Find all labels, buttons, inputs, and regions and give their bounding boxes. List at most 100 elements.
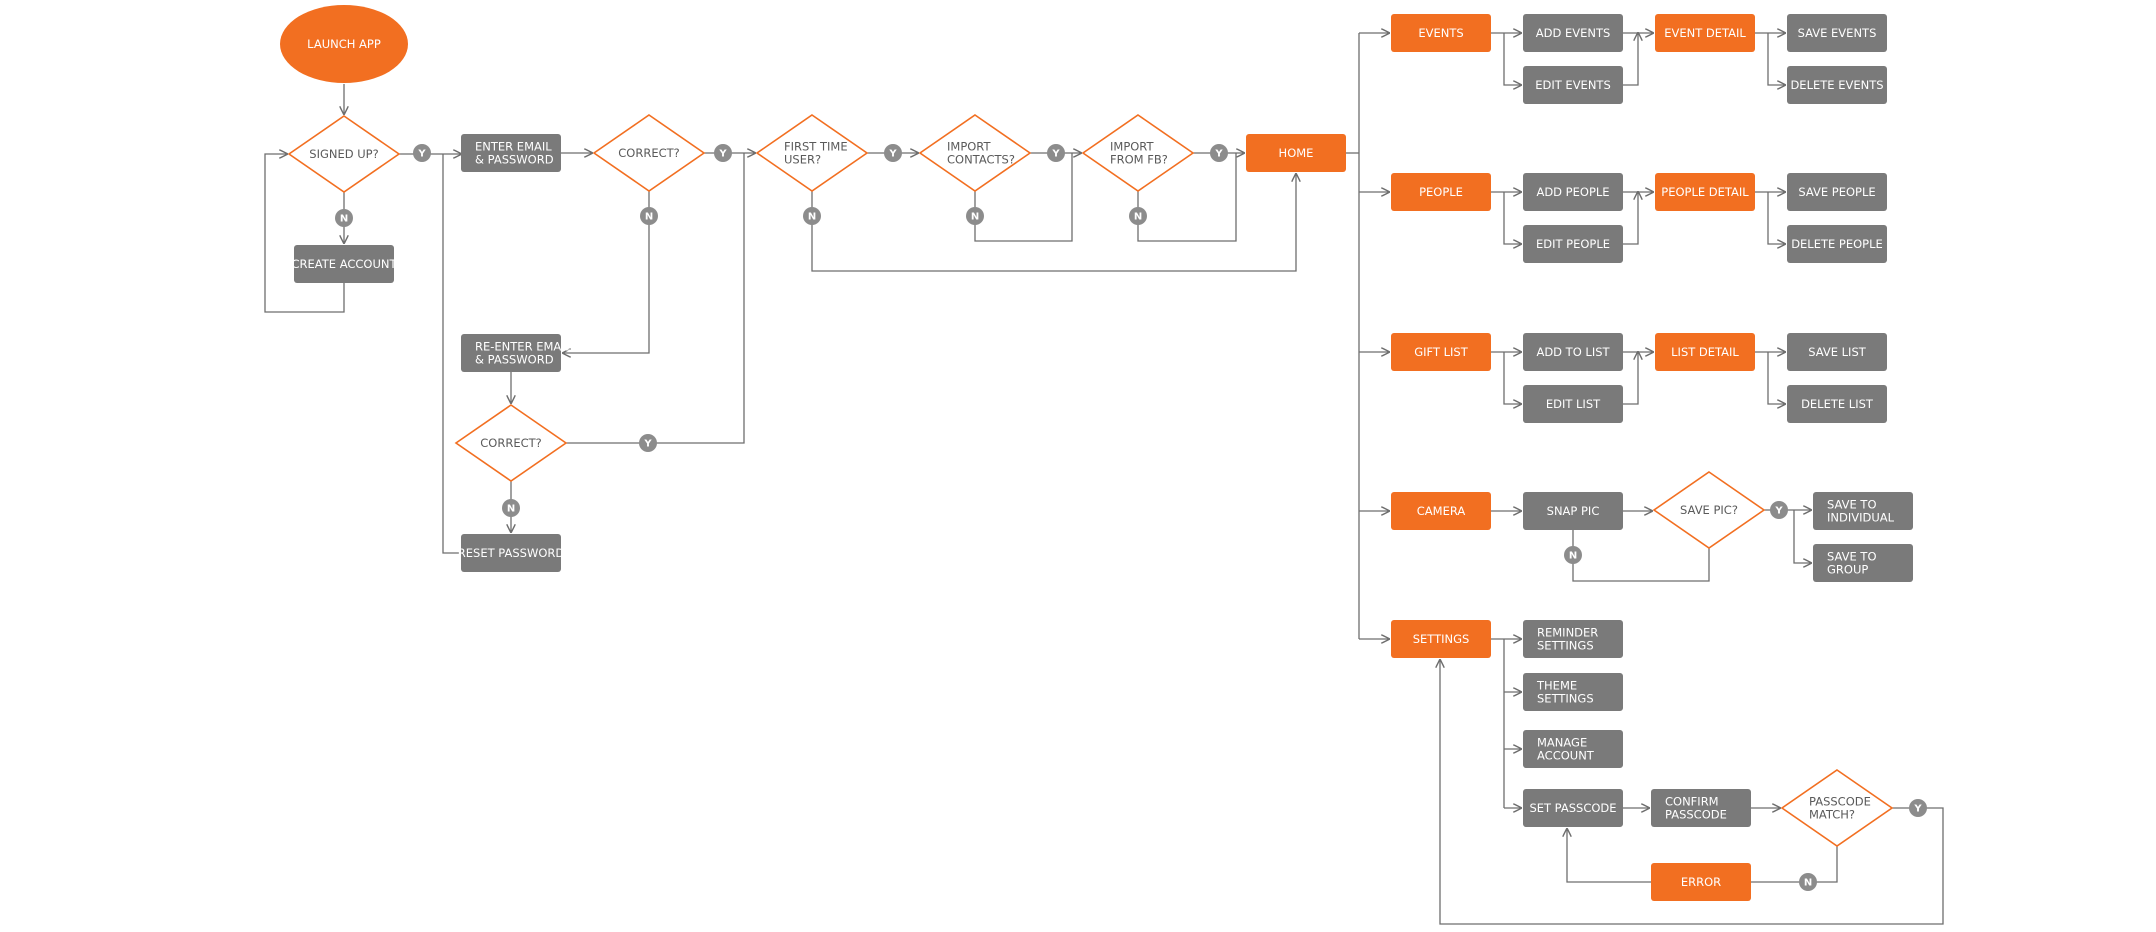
svg-text:N: N <box>1569 551 1577 562</box>
reenter-email-node: RE-ENTER EMAIL& PASSWORD <box>461 334 572 372</box>
delete-people-label: DELETE PEOPLE <box>1791 237 1883 251</box>
delete-events-node: DELETE EVENTS <box>1787 66 1887 104</box>
launch-app-label: LAUNCH APP <box>307 37 381 51</box>
save-people-label: SAVE PEOPLE <box>1798 185 1875 199</box>
svg-text:Y: Y <box>718 149 727 160</box>
delete-events-label: DELETE EVENTS <box>1790 78 1883 92</box>
edit-list-label: EDIT LIST <box>1546 397 1601 411</box>
badge-yes: Y <box>884 144 902 162</box>
connector <box>563 191 650 353</box>
signed-up-decision: SIGNED UP? <box>287 115 401 193</box>
set-passcode-node: SET PASSCODE <box>1523 789 1623 827</box>
badge-yes: Y <box>1770 501 1788 519</box>
svg-text:Y: Y <box>888 149 897 160</box>
delete-list-node: DELETE LIST <box>1787 385 1887 423</box>
svg-text:N: N <box>645 212 653 223</box>
events-node: EVENTS <box>1391 14 1491 52</box>
connector <box>264 154 345 313</box>
snap-pic-node: SNAP PIC <box>1523 492 1623 530</box>
svg-text:N: N <box>507 504 515 515</box>
save-events-node: SAVE EVENTS <box>1787 14 1887 52</box>
badge-yes: Y <box>1210 144 1228 162</box>
camera-node: CAMERA <box>1391 492 1491 530</box>
connector <box>1623 352 1638 405</box>
connector <box>1751 846 1838 883</box>
settings-node: SETTINGS <box>1391 620 1491 658</box>
people-detail-node: PEOPLE DETAIL <box>1655 173 1755 211</box>
gift-list-node: GIFT LIST <box>1391 333 1491 371</box>
people-detail-label: PEOPLE DETAIL <box>1661 185 1749 199</box>
reset-password-node: RESET PASSWORD <box>458 534 565 572</box>
badge-no: N <box>640 207 658 225</box>
delete-people-node: DELETE PEOPLE <box>1787 225 1887 263</box>
svg-text:N: N <box>1134 212 1142 223</box>
correct-2-decision: CORRECT? <box>454 404 568 482</box>
badge-no: N <box>502 499 520 517</box>
reset-password-label: RESET PASSWORD <box>458 546 565 560</box>
add-events-node: ADD EVENTS <box>1523 14 1623 52</box>
error-node: ERROR <box>1651 863 1751 901</box>
correct-1-label: CORRECT? <box>618 146 680 160</box>
error-label: ERROR <box>1681 875 1721 889</box>
camera-label: CAMERA <box>1417 504 1466 518</box>
badge-yes: Y <box>413 144 431 162</box>
connector <box>1623 33 1638 86</box>
enter-email-node: ENTER EMAIL& PASSWORD <box>461 134 561 172</box>
save-pic-decision: SAVE PIC? <box>1652 471 1766 549</box>
badge-no: N <box>1799 873 1817 891</box>
create-account-label: CREATE ACCOUNT <box>291 257 397 271</box>
connector <box>1767 33 1785 85</box>
connector <box>1567 829 1651 883</box>
event-detail-label: EVENT DETAIL <box>1664 26 1746 40</box>
enter-email-label: ENTER EMAIL& PASSWORD <box>475 140 554 167</box>
svg-text:Y: Y <box>1051 149 1060 160</box>
set-passcode-label: SET PASSCODE <box>1529 801 1616 815</box>
connector <box>1503 192 1521 244</box>
svg-text:Y: Y <box>1913 804 1922 815</box>
list-detail-node: LIST DETAIL <box>1655 333 1755 371</box>
edit-events-node: EDIT EVENTS <box>1523 66 1623 104</box>
connector <box>1503 352 1521 404</box>
edit-list-node: EDIT LIST <box>1523 385 1623 423</box>
correct-1-decision: CORRECT? <box>592 114 706 192</box>
badge-no: N <box>803 207 821 225</box>
save-list-node: SAVE LIST <box>1787 333 1887 371</box>
settings-label: SETTINGS <box>1413 632 1470 646</box>
badge-no: N <box>1564 546 1582 564</box>
save-events-label: SAVE EVENTS <box>1798 26 1877 40</box>
connector <box>1767 352 1785 404</box>
connector <box>442 154 460 554</box>
list-detail-label: LIST DETAIL <box>1671 345 1739 359</box>
connector <box>1793 510 1811 563</box>
signed-up-label: SIGNED UP? <box>309 147 378 161</box>
connector <box>566 153 745 444</box>
add-events-label: ADD EVENTS <box>1536 26 1611 40</box>
badge-yes: Y <box>639 434 657 452</box>
connector <box>1767 192 1785 244</box>
badge-yes: Y <box>714 144 732 162</box>
edit-events-label: EDIT EVENTS <box>1535 78 1611 92</box>
save-people-node: SAVE PEOPLE <box>1787 173 1887 211</box>
add-to-list-node: ADD TO LIST <box>1523 333 1623 371</box>
badge-yes: Y <box>1047 144 1065 162</box>
svg-text:N: N <box>808 212 816 223</box>
reenter-email-label: RE-ENTER EMAIL& PASSWORD <box>475 340 572 367</box>
connector <box>1572 530 1710 582</box>
badge-yes: Y <box>1909 799 1927 817</box>
people-label: PEOPLE <box>1419 185 1463 199</box>
save-pic-label: SAVE PIC? <box>1680 503 1738 517</box>
